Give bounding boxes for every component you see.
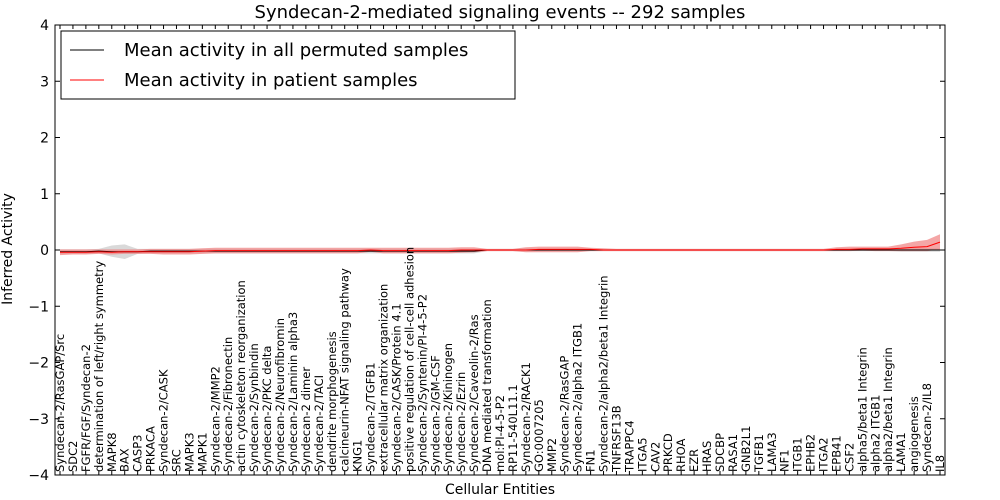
- x-tick-label: positive regulation of cell-cell adhesio…: [402, 247, 416, 472]
- y-axis-label: Inferred Activity: [0, 193, 16, 305]
- x-tick-label: PRKCD: [661, 433, 675, 472]
- x-tick-label: dendrite morphogenesis: [325, 331, 339, 472]
- x-tick-label: TRAPPC4: [622, 420, 636, 473]
- x-tick-label: Syndecan-2/RasGAP/Src: [53, 334, 67, 472]
- x-tick-label: alpha2/beta1 Integrin: [881, 347, 895, 472]
- x-tick-label: mol:PI-4-5-P2: [493, 395, 507, 472]
- x-tick-label: CAV2: [648, 442, 662, 472]
- x-tick-label: PRKACA: [144, 426, 158, 472]
- x-tick-label: ITGA5: [635, 437, 649, 472]
- x-tick-label: determination of left/right symmetry: [92, 261, 106, 472]
- x-tick-label: EPHB2: [804, 434, 818, 472]
- x-tick-label: Syndecan-2/Fibronectin: [221, 337, 235, 472]
- x-tick-label: LAMA3: [765, 432, 779, 472]
- x-tick-label: Syndecan-2/MMP2: [208, 366, 222, 472]
- x-tick-label: GNB2L1: [739, 426, 753, 472]
- x-tick-label: CSF2: [842, 443, 856, 472]
- x-tick-label: MAPK8: [105, 432, 119, 472]
- series-1-line: [60, 241, 941, 253]
- legend-label-1: Mean activity in patient samples: [124, 70, 418, 91]
- x-tick-label: MMP2: [545, 438, 559, 472]
- x-tick-label: MAPK3: [182, 432, 196, 472]
- y-tick-label: −4: [28, 468, 49, 484]
- x-tick-label: alpha5/beta1 Integrin: [855, 347, 869, 472]
- x-tick-label: CASP3: [131, 435, 145, 472]
- legend: Mean activity in all permuted samplesMea…: [60, 30, 516, 100]
- x-tick-label: Syndecan-2/TGFB1: [364, 362, 378, 472]
- x-tick-label: TNFRSF13B: [610, 405, 624, 473]
- x-tick-label: actin cytoskeleton reorganization: [234, 280, 248, 472]
- x-tick-label: Syndecan-2/IL8: [920, 383, 934, 472]
- x-tick-label: RASA1: [726, 434, 740, 472]
- x-tick-label: DNA mediated transformation: [480, 299, 494, 472]
- x-tick-label: EZR: [687, 449, 701, 472]
- y-tick-label: −3: [28, 412, 49, 428]
- x-tick-label: Syndecan-2/CASK: [157, 369, 171, 472]
- x-tick-label: RHOA: [674, 439, 688, 472]
- x-tick-label: ITGA2: [817, 437, 831, 472]
- x-tick-label: alpha2 ITGB1: [868, 395, 882, 472]
- x-tick-label: Syndecan-2 dimer: [299, 367, 313, 472]
- x-tick-label: extracellular matrix organization: [377, 284, 391, 472]
- x-tick-label: Syndecan-2/Laminin alpha3: [286, 312, 300, 472]
- x-tick-label: Syndecan-2/alpha2 ITGB1: [571, 323, 585, 472]
- x-tick-label: Syndecan-2/TACI: [312, 375, 326, 472]
- x-tick-label: SRC: [170, 449, 184, 472]
- x-tick-label: Syndecan-2/alpha2/beta1 Integrin: [597, 275, 611, 472]
- x-tick-label: Syndecan-2/GM-CSF: [428, 355, 442, 472]
- x-tick-label: calcineurin-NFAT signaling pathway: [338, 268, 352, 472]
- y-tick-label: 1: [40, 187, 49, 203]
- x-tick-label: Syndecan-2/PKC delta: [260, 346, 274, 472]
- x-tick-label: Syndecan-2/RACK1: [519, 362, 533, 472]
- chart-title: Syndecan-2-mediated signaling events -- …: [255, 2, 746, 23]
- x-tick-label: FGFR/FGF/Syndecan-2: [79, 344, 93, 472]
- x-tick-label: Syndecan-2/RasGAP: [558, 356, 572, 472]
- x-tick-label: RP11-540L11.1: [506, 384, 520, 472]
- x-tick-label: Syndecan-2/Synbindin: [247, 343, 261, 472]
- x-tick-label: GO:0007205: [532, 399, 546, 472]
- x-tick-label: NF1: [778, 449, 792, 472]
- y-tick-label: −1: [28, 299, 49, 315]
- x-tick-label: LAMA1: [894, 432, 908, 472]
- x-tick-label: KNG1: [351, 440, 365, 472]
- x-tick-label: angiogenesis: [907, 396, 921, 472]
- y-tick-label: −2: [28, 356, 49, 372]
- y-tick-label: 0: [40, 243, 49, 259]
- x-tick-label: IL8: [933, 455, 947, 472]
- x-tick-label: Syndecan-2/Caveolin-2/Ras: [467, 314, 481, 472]
- x-tick-label: EPB41: [830, 435, 844, 472]
- x-tick-label: HRAS: [700, 441, 714, 472]
- x-tick-label: Syndecan-2/Kininogen: [441, 343, 455, 472]
- x-tick-label: Syndecan-2/Syntenin/PI-4-5-P2: [415, 294, 429, 472]
- x-tick-label: BAX: [118, 448, 132, 472]
- x-tick-label: Syndecan-2/Ezrin: [454, 372, 468, 472]
- x-tick-label: TGFB1: [752, 434, 766, 473]
- x-tick-label: ITGB1: [791, 437, 805, 472]
- x-tick-label: SDC2: [66, 440, 80, 472]
- legend-label-0: Mean activity in all permuted samples: [124, 40, 468, 61]
- y-tick-label: 4: [40, 18, 49, 34]
- x-tick-label: Syndecan-2/Neurofibromin: [273, 318, 287, 472]
- x-axis-label: Cellular Entities: [445, 482, 555, 498]
- y-tick-label: 2: [40, 131, 49, 147]
- legend-box: [60, 30, 516, 100]
- x-tick-label: SDCBP: [713, 433, 727, 472]
- x-tick-label: FN1: [584, 449, 598, 472]
- x-tick-label: Syndecan-2/CASK/Protein 4.1: [390, 303, 404, 472]
- x-tick-label: MAPK1: [195, 432, 209, 472]
- y-tick-label: 3: [40, 74, 49, 90]
